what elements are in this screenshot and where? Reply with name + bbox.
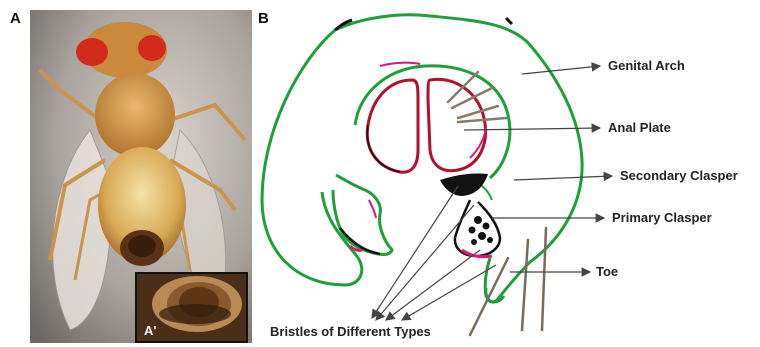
anal-plate-bristles [448,72,506,122]
primary-clasper-teeth [469,216,494,245]
label-arrows [372,66,612,320]
panel-label-a: A [10,10,21,27]
inset-photo: A' [135,272,248,343]
secondary-clasper-shape [440,173,488,196]
label-genital-arch: Genital Arch [608,58,685,73]
label-secondary-clasper: Secondary Clasper [620,168,738,183]
inner-cavity-outline [333,175,392,254]
genitalia-schematic: Genital Arch Anal Plate Secondary Claspe… [255,0,760,347]
label-toe: Toe [596,264,618,279]
genital-arch-outline [262,15,582,302]
primary-clasper-outline [455,200,500,256]
toe-bristles [470,228,546,335]
inset-label: A' [144,323,156,338]
label-primary-clasper: Primary Clasper [612,210,712,225]
label-anal-plate: Anal Plate [608,120,671,135]
label-bristles: Bristles of Different Types [270,324,431,339]
